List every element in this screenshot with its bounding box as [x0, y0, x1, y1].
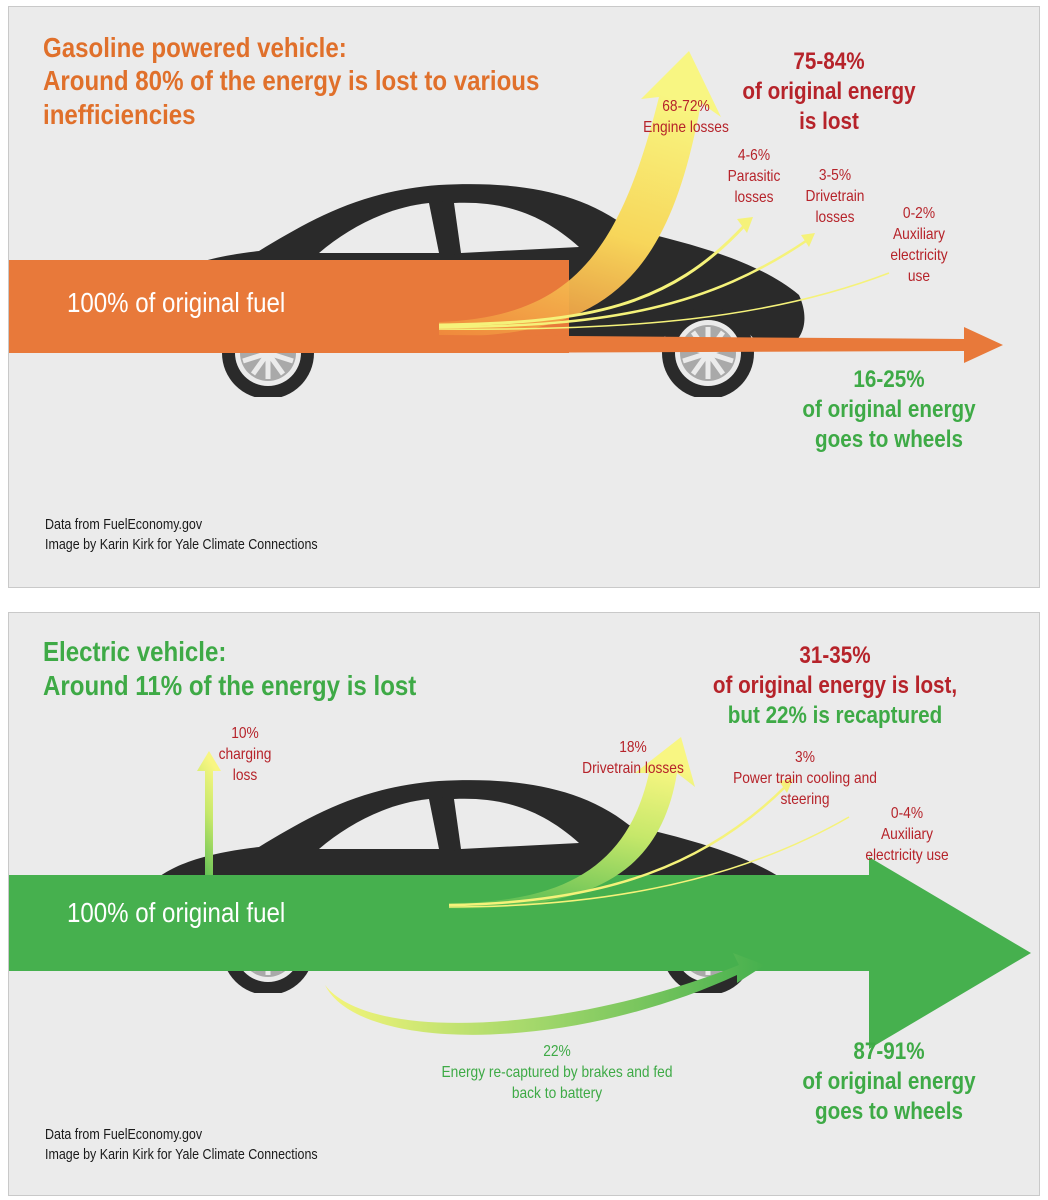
drivetrain-loss-arrow: [438, 237, 810, 329]
gasoline-title-line1: Gasoline powered vehicle:: [43, 32, 347, 63]
charging-loss-text1: charging: [218, 746, 272, 763]
auxiliary-loss-text2: electricity use: [865, 847, 949, 864]
drivetrain-losses-text: Drivetrain losses: [582, 760, 684, 777]
recapture-value: 22%: [543, 1043, 571, 1060]
gasoline-wheels-value: 16-25%: [853, 366, 925, 393]
auxiliary-losses-value: 0-2%: [902, 205, 936, 222]
engine-losses-text: Engine losses: [643, 119, 729, 136]
electric-lost-summary: 31-35% of original energy is lost, but 2…: [706, 641, 964, 731]
cooling-loss-text1: Power train cooling and: [733, 770, 877, 787]
gasoline-lost-line2: is lost: [799, 108, 859, 135]
electric-title-line1: Electric vehicle:: [43, 636, 227, 667]
parasitic-losses-text2: losses: [734, 189, 774, 206]
drivetrain-losses-text2: losses: [815, 209, 855, 226]
cooling-loss-arrow: [448, 784, 788, 907]
parasitic-losses-text1: Parasitic: [727, 168, 781, 185]
electric-credit-image: Image by Karin Kirk for Yale Climate Con…: [45, 1147, 318, 1163]
gasoline-panel: Gasoline powered vehicle: Around 80% of …: [8, 6, 1040, 588]
drivetrain-loss-arrow: [449, 737, 695, 909]
electric-wheels-line2: goes to wheels: [815, 1098, 963, 1125]
auxiliary-loss-label: 0-4% Auxiliary electricity use: [855, 803, 958, 866]
recapture-text1: Energy re-captured by brakes and fed: [441, 1064, 673, 1081]
fuel-band: [9, 857, 1031, 1049]
gasoline-credit-data: Data from FuelEconomy.gov: [45, 517, 203, 533]
gasoline-wheels-summary: 16-25% of original energy goes to wheels: [786, 365, 992, 455]
cooling-loss-label: 3% Power train cooling and steering: [728, 747, 883, 810]
gasoline-lost-line1: of original energy: [742, 78, 916, 105]
fuel-band: [9, 260, 569, 353]
gasoline-title-line3: inefficiencies: [43, 99, 196, 130]
gasoline-fuel-label: 100% of original fuel: [67, 287, 286, 318]
auxiliary-losses-text2: electricity: [890, 247, 948, 264]
electric-lost-line2: but 22% is recaptured: [727, 702, 943, 729]
auxiliary-losses-text1: Auxiliary: [892, 226, 946, 243]
electric-wheels-value: 87-91%: [853, 1038, 925, 1065]
engine-losses-value: 68-72%: [662, 98, 710, 115]
wheels-arrow: [439, 327, 1003, 363]
cooling-loss-value: 3%: [795, 749, 815, 766]
drivetrain-losses-label: 3-5% Drivetrain losses: [792, 165, 878, 228]
drivetrain-losses-value: 18%: [619, 739, 647, 756]
charging-loss-value: 10%: [231, 725, 259, 742]
auxiliary-loss-arrow: [448, 816, 850, 908]
electric-flow-diagram: [9, 737, 1031, 1049]
gasoline-lost-value: 75-84%: [793, 48, 865, 75]
electric-title-line2: Around 11% of the energy is lost: [43, 670, 417, 701]
parasitic-losses-value: 4-6%: [737, 147, 771, 164]
recapture-label: 22% Energy re-captured by brakes and fed…: [437, 1041, 678, 1104]
auxiliary-loss-text1: Auxiliary: [880, 826, 934, 843]
engine-losses-label: 68-72% Engine losses: [630, 96, 742, 138]
gasoline-flow-diagram: [9, 51, 1003, 588]
drivetrain-losses-text1: Drivetrain: [805, 188, 865, 205]
electric-lost-line1: of original energy is lost,: [712, 672, 958, 699]
electric-credit-data: Data from FuelEconomy.gov: [45, 1127, 203, 1143]
gasoline-wheels-line1: of original energy: [802, 396, 976, 423]
electric-wheels-line1: of original energy: [802, 1068, 976, 1095]
drivetrain-losses-value: 3-5%: [818, 167, 852, 184]
electric-panel: Electric vehicle: Around 11% of the ener…: [8, 612, 1040, 1196]
recapture-arrow: [325, 953, 765, 1035]
auxiliary-losses-text3: use: [907, 268, 931, 285]
engine-loss-arrow: [439, 51, 721, 337]
cooling-loss-text2: steering: [780, 791, 830, 808]
auxiliary-loss-arrow: [438, 272, 890, 330]
auxiliary-loss-value: 0-4%: [890, 805, 924, 822]
electric-wheels-summary: 87-91% of original energy goes to wheels: [786, 1037, 992, 1127]
recapture-text2: back to battery: [511, 1085, 603, 1102]
charging-loss-label: 10% charging loss: [211, 723, 280, 786]
parasitic-losses-label: 4-6% Parasitic losses: [715, 145, 792, 208]
gasoline-wheels-line2: goes to wheels: [815, 426, 963, 453]
parasitic-loss-arrow: [438, 223, 747, 327]
gasoline-lost-summary: 75-84% of original energy is lost: [726, 47, 932, 137]
auxiliary-losses-label: 0-2% Auxiliary electricity use: [876, 203, 962, 287]
gasoline-credit-image: Image by Karin Kirk for Yale Climate Con…: [45, 537, 318, 553]
electric-lost-value: 31-35%: [799, 642, 871, 669]
charging-loss-arrow: [197, 751, 221, 879]
electric-fuel-label: 100% of original fuel: [67, 897, 286, 928]
drivetrain-losses-label: 18% Drivetrain losses: [573, 737, 693, 779]
gasoline-title-line2: Around 80% of the energy is lost to vari…: [43, 65, 540, 96]
charging-loss-text2: loss: [232, 767, 258, 784]
